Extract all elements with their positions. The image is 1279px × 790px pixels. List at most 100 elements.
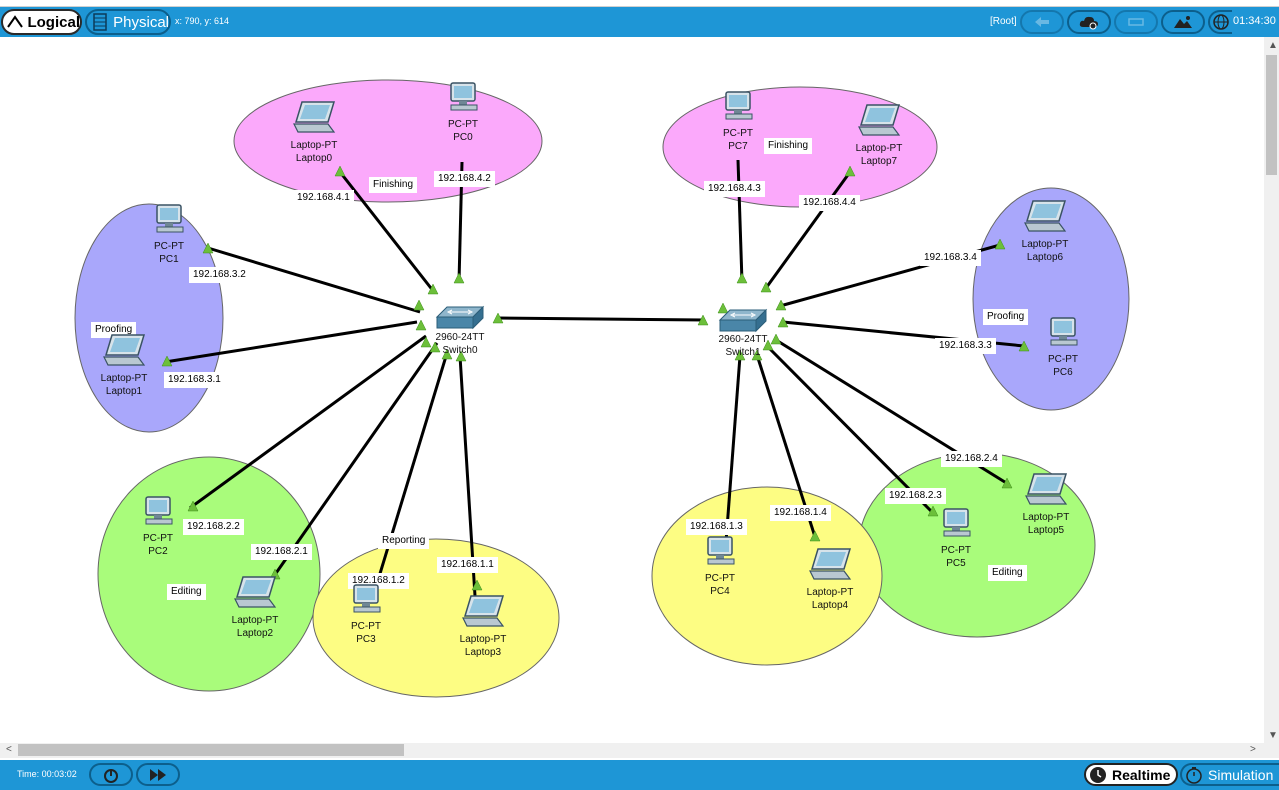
device-type-label: Laptop-PT — [231, 615, 279, 626]
physical-tab-label: Physical — [113, 13, 169, 31]
device-name-label: Laptop3 — [464, 647, 502, 658]
device-name-label: PC5 — [946, 558, 966, 569]
link-light — [775, 299, 787, 311]
cluster-button[interactable] — [1067, 10, 1111, 34]
device-type-label: PC-PT — [1048, 354, 1078, 365]
device-laptop3[interactable]: Laptop-PT Laptop3 — [443, 594, 523, 659]
device-pc4[interactable]: PC-PT PC4 — [680, 535, 760, 598]
switch1-icon[interactable] — [718, 308, 768, 333]
horizontal-scroll-thumb[interactable] — [18, 744, 404, 756]
editing-zone-left[interactable] — [97, 456, 321, 692]
laptop-icon — [102, 333, 146, 367]
link-laptop1[interactable] — [164, 320, 418, 364]
device-name-label: PC4 — [710, 586, 730, 597]
link-light — [717, 302, 729, 314]
logical-workspace[interactable] — [0, 37, 1264, 743]
pc-icon — [939, 507, 973, 541]
stopwatch-icon — [1186, 766, 1202, 784]
switch0-model: 2960-24TT — [435, 332, 485, 343]
device-type-label: PC-PT — [143, 533, 173, 544]
link-pc5[interactable] — [766, 345, 937, 517]
link-laptop7[interactable] — [764, 171, 852, 289]
laptop-icon — [857, 103, 901, 137]
background-image-button[interactable] — [1161, 10, 1205, 34]
logical-tab-label: Logical — [27, 13, 80, 31]
network-globe-icon — [1213, 14, 1229, 30]
switch1-name: Switch1 — [725, 347, 761, 358]
fast-forward-button[interactable] — [136, 763, 180, 786]
pc-icon — [703, 535, 737, 569]
pc-icon — [721, 90, 755, 124]
link-laptop0[interactable] — [338, 171, 436, 293]
link-light — [455, 350, 467, 362]
zone-label-finishing-right: Finishing — [764, 138, 813, 154]
scroll-right-icon[interactable]: > — [1250, 744, 1256, 755]
vertical-scroll-thumb[interactable] — [1266, 55, 1277, 175]
ip-label-laptop6: 192.168.3.4 — [920, 250, 981, 266]
link-pc1[interactable] — [207, 246, 421, 314]
ip-label-pc0: 192.168.4.2 — [434, 171, 495, 187]
move-object-button[interactable] — [1114, 10, 1158, 34]
device-laptop2[interactable]: Laptop-PT Laptop2 — [215, 575, 295, 640]
link-light — [1018, 340, 1030, 352]
realtime-mode-button[interactable]: Realtime — [1084, 763, 1178, 786]
pc-icon — [1046, 316, 1080, 350]
ip-label-laptop2: 192.168.2.1 — [251, 544, 312, 560]
device-type-label: Laptop-PT — [1021, 239, 1069, 250]
physical-icon — [89, 11, 110, 33]
switch0-name: Switch0 — [442, 345, 478, 356]
vertical-scrollbar[interactable] — [1264, 37, 1279, 758]
physical-tab[interactable]: Physical — [85, 9, 171, 35]
power-cycle-button[interactable] — [89, 763, 133, 786]
ip-label-pc6: 192.168.3.3 — [935, 338, 996, 354]
proofing-zone-right[interactable] — [972, 187, 1130, 411]
back-button[interactable] — [1020, 10, 1064, 34]
ip-label-laptop0: 192.168.4.1 — [293, 190, 354, 206]
device-type-label: Laptop-PT — [1022, 512, 1070, 523]
link-light — [809, 530, 821, 542]
device-type-label: PC-PT — [448, 119, 478, 130]
link-laptop2[interactable] — [272, 342, 439, 577]
laptop-icon — [233, 575, 277, 609]
time-toolbar — [0, 760, 1279, 790]
switch1-label: 2960-24TT Switch1 — [715, 333, 771, 359]
cloud-icon — [1079, 16, 1098, 30]
viewport-button[interactable] — [1208, 10, 1232, 34]
root-breadcrumb[interactable]: [Root] — [990, 16, 1017, 27]
device-type-label: PC-PT — [705, 573, 735, 584]
back-arrow-icon — [1035, 17, 1049, 27]
ip-label-pc4: 192.168.1.3 — [686, 519, 747, 535]
scroll-left-icon[interactable]: < — [6, 744, 12, 755]
pc-icon — [446, 81, 480, 115]
scroll-up-icon[interactable]: ▲ — [1268, 40, 1278, 51]
switch0-icon[interactable] — [435, 305, 485, 330]
ip-label-laptop5: 192.168.2.4 — [941, 451, 1002, 467]
zone-label-finishing-left: Finishing — [369, 177, 418, 193]
link-pc2[interactable] — [189, 334, 427, 510]
link-light — [844, 165, 856, 177]
device-name-label: Laptop2 — [236, 628, 274, 639]
link-pc7[interactable] — [736, 159, 744, 283]
device-type-label: Laptop-PT — [459, 634, 507, 645]
scroll-down-icon[interactable]: ▼ — [1268, 730, 1278, 741]
logical-tab[interactable]: Logical — [1, 9, 82, 35]
image-icon — [1174, 16, 1192, 28]
simulation-mode-button[interactable]: Simulation — [1180, 763, 1279, 786]
link-light — [760, 281, 772, 293]
link-light — [471, 579, 483, 591]
link-pc3[interactable] — [370, 352, 449, 601]
link-switch0-switch1[interactable] — [497, 316, 706, 322]
